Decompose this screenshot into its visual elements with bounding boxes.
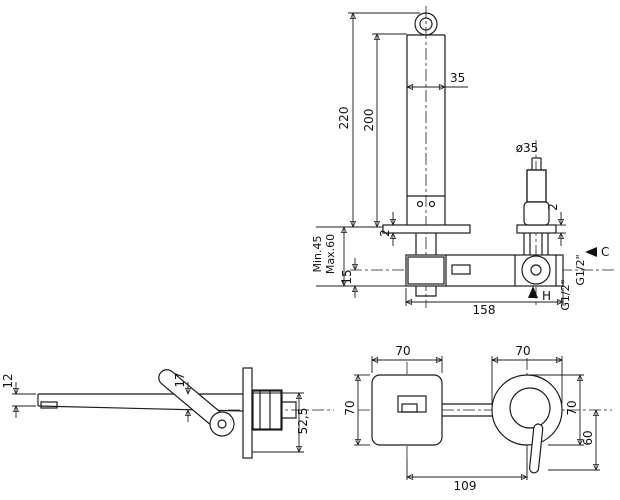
dim-inlet-offset-label: 15 bbox=[340, 269, 354, 284]
handle-side bbox=[523, 157, 550, 226]
dimension-left-plate-thickness: 2 bbox=[378, 212, 397, 246]
dimension-plate-width: 70 bbox=[371, 344, 443, 373]
spout-side-view: 35 220 200 2 Min.45 Max.60 bbox=[311, 6, 614, 317]
profile-view: 12 17 52,5 bbox=[1, 367, 334, 459]
aerator-cap-inner bbox=[419, 17, 433, 31]
dimension-escutcheon-height: 70 bbox=[530, 374, 584, 446]
dimension-right-plate-thickness: 2 bbox=[546, 203, 566, 246]
dimension-body-length: 158 bbox=[405, 288, 564, 317]
dimension-center-distance: 109 bbox=[406, 448, 528, 493]
handle-front-body bbox=[509, 387, 551, 429]
cold-arrow-icon bbox=[585, 247, 597, 257]
dim-tip-height-label: 12 bbox=[1, 373, 15, 388]
handle-pivot bbox=[209, 411, 235, 437]
dim-plate-width-label: 70 bbox=[395, 344, 410, 358]
dimension-escutcheon-width: 70 bbox=[491, 344, 563, 404]
dim-spout-width-label: 35 bbox=[450, 71, 465, 85]
spout-front-outlet bbox=[397, 395, 427, 413]
handle-wall-plate bbox=[516, 224, 557, 234]
hot-inlet-marker: H bbox=[528, 286, 551, 303]
dim-handle-depth-label: 52,5 bbox=[296, 408, 310, 435]
dim-left-plate-label: 2 bbox=[378, 229, 392, 237]
dim-right-plate-label: 2 bbox=[546, 203, 560, 211]
front-view: 70 70 70 70 60 bbox=[343, 344, 612, 493]
thread-hot-label: G1/2" bbox=[559, 279, 572, 310]
concealed-body bbox=[405, 233, 564, 297]
cold-inlet-marker: C bbox=[585, 245, 609, 259]
dimension-inlet-offset: 15 bbox=[340, 258, 359, 298]
profile-concealed-body bbox=[251, 389, 297, 431]
dim-plate-height-label: 70 bbox=[343, 400, 357, 415]
spout-front-plate bbox=[371, 374, 443, 446]
dim-center-distance-label: 109 bbox=[454, 479, 477, 493]
dimension-spout-width: 35 bbox=[406, 71, 468, 91]
profile-wall-plate bbox=[242, 367, 253, 459]
handle-escutcheon bbox=[491, 374, 563, 446]
dimension-wall-depth: Min.45 Max.60 bbox=[311, 226, 406, 287]
dimension-lever-length: 60 bbox=[548, 409, 600, 471]
dimension-tip-height: 12 bbox=[1, 373, 36, 418]
dim-escutcheon-height-label: 70 bbox=[565, 400, 579, 415]
spout-wall-plate bbox=[382, 224, 471, 234]
aerator-outlet bbox=[40, 401, 58, 409]
dimension-handle-depth: 52,5 bbox=[252, 392, 310, 453]
dimension-plate-height: 70 bbox=[343, 374, 370, 446]
dim-lever-length-label: 60 bbox=[581, 430, 595, 445]
dim-handle-diameter-label: ø35 bbox=[516, 141, 539, 155]
thread-cold-label: G1/2" bbox=[574, 254, 587, 285]
dim-total-height-label: 220 bbox=[337, 107, 351, 130]
cold-label: C bbox=[601, 245, 609, 259]
dim-escutcheon-width-label: 70 bbox=[515, 344, 530, 358]
dim-base-height-label: 17 bbox=[173, 372, 187, 387]
hot-arrow-icon bbox=[528, 286, 538, 298]
dim-max-depth-label: Max.60 bbox=[324, 234, 337, 274]
profile-handle bbox=[158, 369, 235, 437]
dimension-total-height: 220 bbox=[316, 12, 420, 228]
dim-spout-height-label: 200 bbox=[362, 109, 376, 132]
valve-circle bbox=[521, 255, 551, 285]
dimension-base-height: 17 bbox=[173, 372, 192, 422]
dim-min-depth-label: Min.45 bbox=[311, 235, 324, 272]
spout-body bbox=[406, 34, 446, 225]
hot-label: H bbox=[542, 289, 551, 303]
dimension-spout-height: 200 bbox=[362, 33, 407, 228]
dim-body-length-label: 158 bbox=[473, 303, 496, 317]
handle-front-lever bbox=[528, 423, 544, 474]
